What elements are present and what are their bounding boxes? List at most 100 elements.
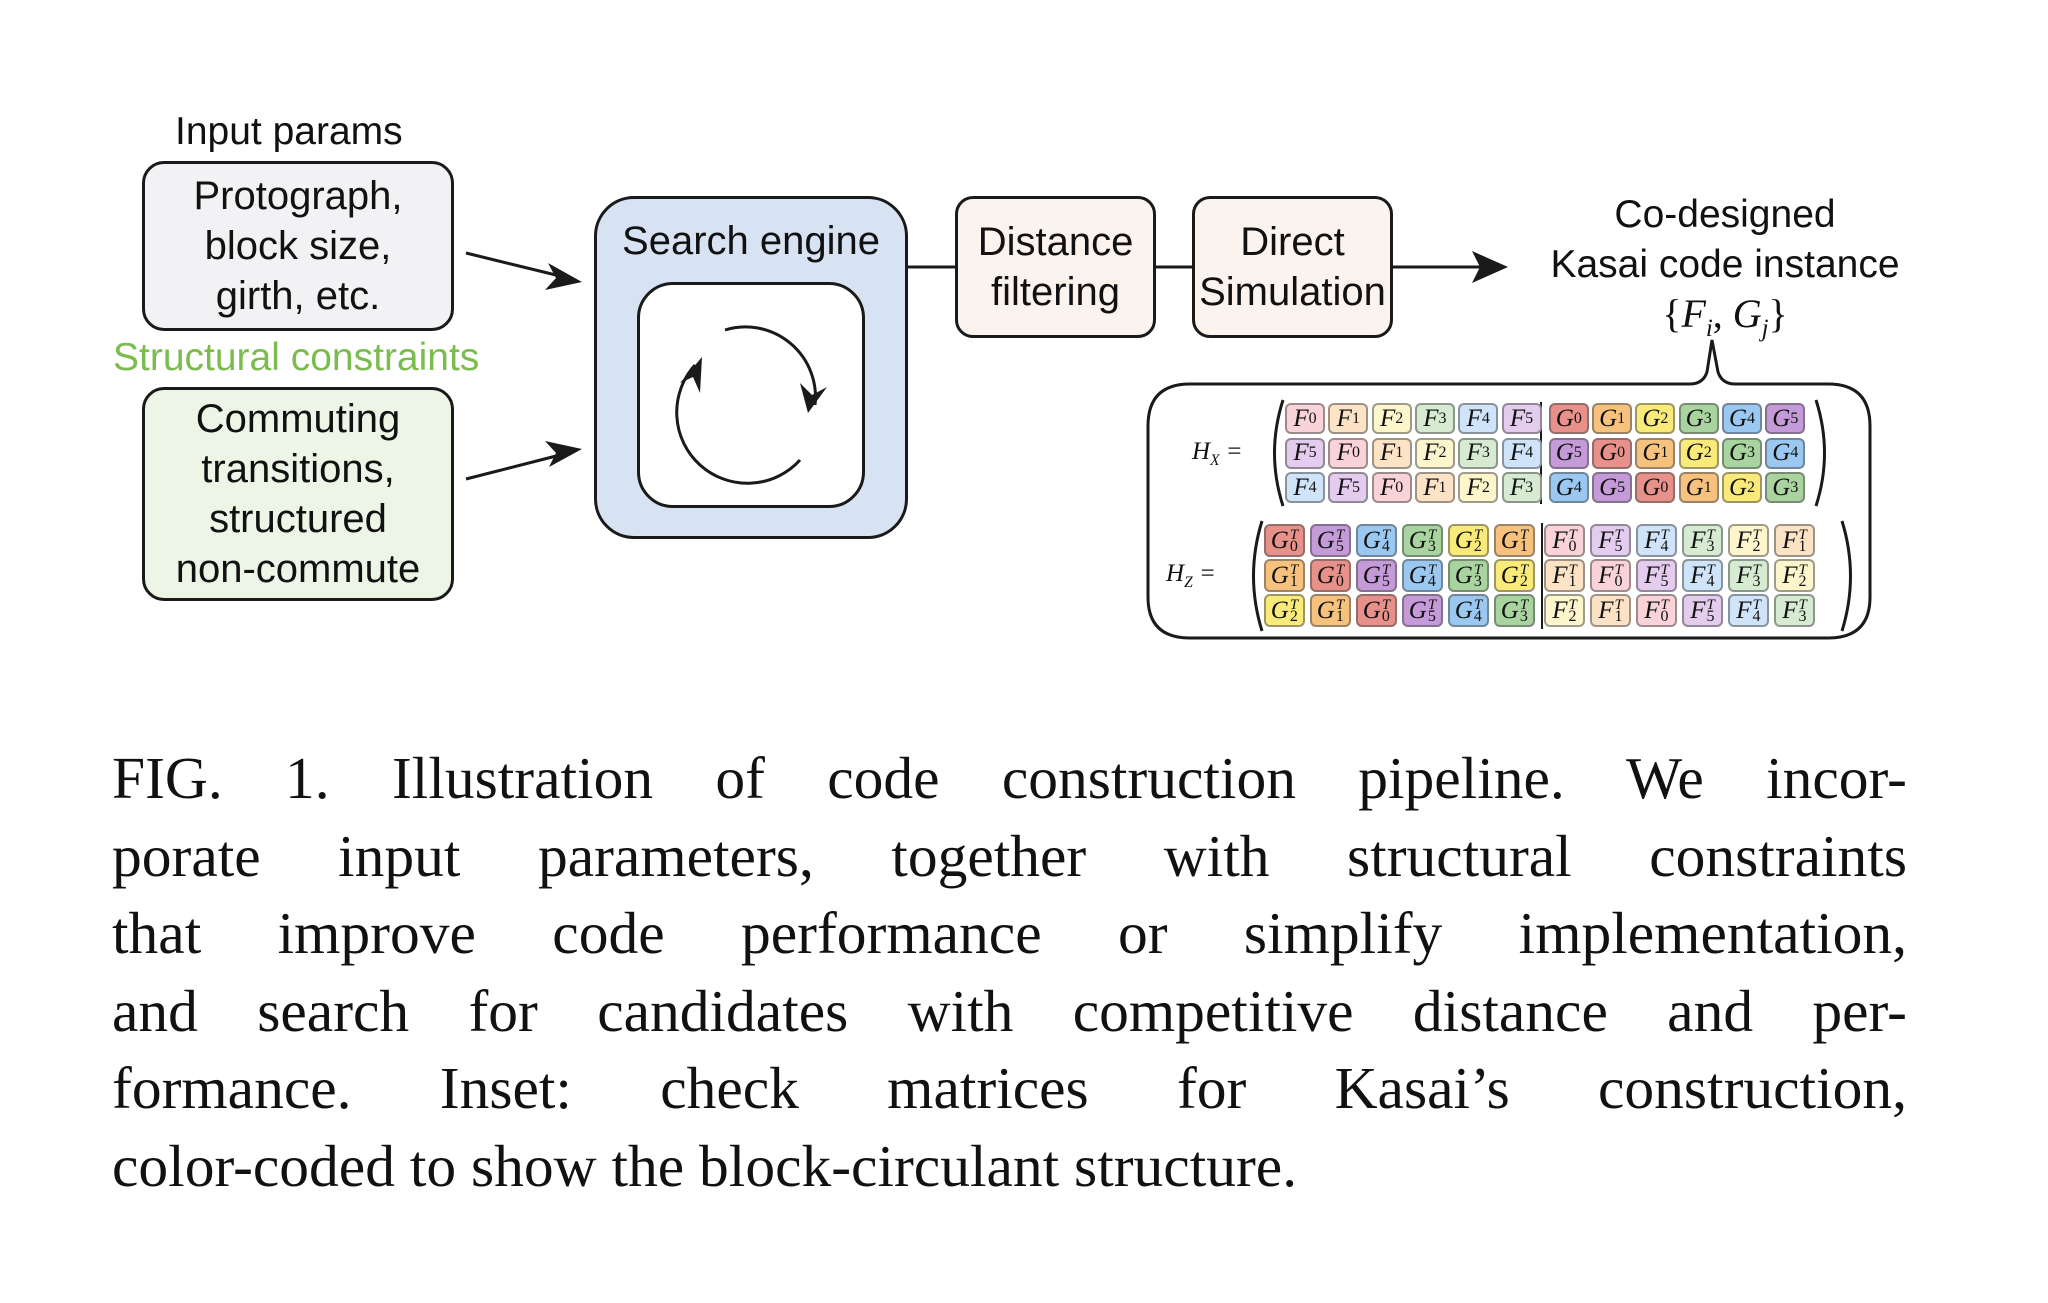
direct-simulation-line: Direct [1240, 220, 1345, 264]
output-line: Co-designed [1614, 193, 1836, 236]
search-engine-inner-panel [637, 282, 865, 508]
caption-line: FIG. 1. Illustration of code constructio… [112, 745, 1907, 811]
output-label: Co-designed Kasai code instance [1500, 190, 1950, 290]
constraint-line: structured [209, 497, 387, 541]
input-params-line: block size, [204, 224, 392, 268]
structural-constraints-heading: Structural constraints [113, 336, 480, 379]
caption-line: that improve code performance or simplif… [112, 900, 1907, 966]
input-params-line: Protograph, [193, 174, 403, 218]
cycle-arrows-icon [675, 325, 827, 485]
structural-constraints-box: Commuting transitions, structured non-co… [142, 387, 454, 601]
distance-filtering-line: filtering [991, 270, 1120, 314]
output-set-notation: {Fi, Gj} [1662, 291, 1788, 342]
distance-filtering-line: Distance [977, 220, 1134, 264]
output-line: Kasai code instance [1550, 243, 1900, 286]
arrowhead-constraints [545, 441, 582, 467]
arrow-constraints-to-search [465, 453, 561, 481]
constraint-line: non-commute [175, 547, 421, 591]
caption-line: and search for candidates with competiti… [112, 977, 1907, 1044]
direct-simulation-box: Direct Simulation [1192, 196, 1393, 338]
arrowhead-output [1472, 251, 1508, 283]
constraint-line: transitions, [201, 447, 395, 491]
distance-filtering-box: Distance filtering [955, 196, 1156, 338]
input-params-line: girth, etc. [215, 274, 381, 318]
search-engine-box: Search engine [594, 196, 908, 539]
constraint-line: Commuting [195, 397, 401, 441]
caption-line: porate input parameters, together with s… [112, 822, 1907, 889]
caption-line: color-coded to show the block-circulant … [112, 1132, 1298, 1199]
search-engine-title: Search engine [622, 219, 880, 263]
input-params-heading: Input params [175, 110, 403, 153]
hz-label: HZ = [1166, 560, 1216, 591]
caption-line: formance. Inset: check matrices for Kasa… [112, 1055, 1907, 1121]
